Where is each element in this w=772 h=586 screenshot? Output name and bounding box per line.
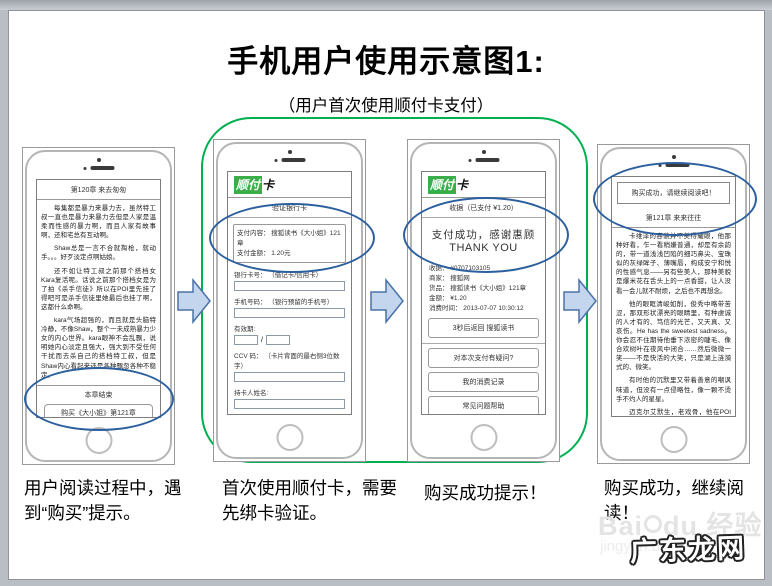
expiry-year-input[interactable] [265,335,290,346]
speaker-icon [658,163,689,167]
flow-arrow-3 [563,277,597,325]
flow-arrow-2 [370,277,404,325]
novel-paragraph: 迈克尔艾默生，老戏骨，他在POI里一看就是有钱人，就像在Lost里一看就是坏人，… [629,408,731,416]
payment-success-message: 支付成功，感谢惠顾 THANK YOU [422,218,545,262]
speaker-icon [83,166,114,170]
phone-1-reading: 第120章 来去匆匆 每集都是暴力来暴力去，虽然特工叔一直也是暴力来暴力去但是人… [22,147,175,465]
caption-step-4: 购买成功，继续阅读！ [604,478,744,524]
caption-step-2: 首次使用顺付卡，需要先绑卡验证。 [222,478,397,524]
card-number-label: 银行卡号： （借记卡/信用卡） [234,272,323,280]
novel-paragraph: 卡维泽的容貌并不美得耀眼，他那种好看，乍一看稍嫌普通，却是有余韵的，带一道浅浅凹… [616,233,731,295]
caption-step-3: 购买成功提示！ [424,483,547,503]
verify-card-header: 验证银行卡 [228,198,351,218]
site-watermark: 广东龙网 [629,532,747,568]
phone-4-screen: 购买成功，请继续阅读吧！ 第121章 来来往往 卡维泽的容貌并不美得耀眼，他那种… [611,176,736,417]
receipt-amount: 金额： ¥1.20 [429,295,467,303]
phone-3-screen: 顺付卡 收据（已支付 ¥1.20） 支付成功，感谢惠顾 THANK YOU 收据… [421,171,546,415]
home-button [660,426,687,453]
section-divider [422,343,545,345]
logo-dark-part: 卡 [456,178,469,192]
phone-2-body: 顺付卡 验证银行卡 支付内容： 搜狐读书《大小姐》121章 支付金额： 1.20… [216,142,363,459]
window-top-bar [0,0,772,10]
expiry-separator: / [261,336,263,344]
phone-1-screen: 第120章 来去匆匆 每集都是暴力来暴力去，虽然特工叔一直也是暴力来暴力去但是人… [36,179,161,418]
ccv-label: CCV 码： （卡片背面的最右侧3位数字） [234,353,340,371]
receipt-item: 货品： 搜狐读书《大小姐》121章 [429,285,527,293]
flow-arrow-1 [177,277,211,325]
payment-question-button[interactable]: 对本次支付有疑问? [428,348,539,369]
expiry-month-input[interactable] [234,335,258,346]
my-records-button[interactable]: 我的消费记录 [428,372,539,393]
home-button [85,427,112,454]
logo-green-part: 顺付 [234,176,263,194]
phone-3-receipt: 顺付卡 收据（已支付 ¥1.20） 支付成功，感谢惠顾 THANK YOU 收据… [407,139,560,462]
camera-icon [287,150,292,154]
novel-paragraph: 他的眼眶清峻如削，俊秀中略带苦涩，那双形状漂亮的眼睛里，有种虔诚的人才有的、笃信… [616,300,731,372]
camera-icon [96,158,101,162]
receipt-header: 收据（已支付 ¥1.20） [422,198,545,218]
novel-paragraph: 还不如让特工叔之前那个搭档女Kara复活呢。话说之前那个搭档女是为了拍《杀手信徒… [41,267,156,311]
camera-icon [481,150,486,154]
receipt-details: 收据： #0707103105 商家： 搜狐网 货品： 搜狐读书《大小姐》121… [429,264,538,314]
receipt-time: 消费时间： 2013-07-07 10:30:12 [429,305,524,313]
expiry-inputs: / [234,335,345,346]
novel-paragraph: 有时他的沉默里又带着善意的嘲讽味道，但没有一点侵略性，像一颗不烫手不灼人的星星。 [616,377,731,403]
phone-2-verify: 顺付卡 验证银行卡 支付内容： 搜狐读书《大小姐》121章 支付金额： 1.20… [213,139,366,462]
camera-icon [671,155,676,159]
phone-number-input[interactable] [234,308,345,319]
phone-4-continue: 购买成功，请继续阅读吧！ 第121章 来来往往 卡维泽的容貌并不美得耀眼，他那种… [597,144,750,464]
speaker-icon [274,158,305,162]
buy-chapter-button[interactable]: 购买《大小姐》第121章 [44,403,153,417]
speaker-icon [468,158,499,162]
card-number-input[interactable] [234,281,345,292]
chapter-end-label: 本章结束 [84,391,113,399]
baidu-jingyan-url-watermark: jingyan.b [600,538,661,555]
payment-info-box: 支付内容： 搜狐读书《大小姐》121章 支付金额： 1.20元 [233,224,346,264]
cardholder-name-label: 持卡人姓名: [234,390,269,398]
novel-paragraph: 每集都是暴力来暴力去，虽然特工叔一直也是暴力来暴力去但是人家是温柔而性感的暴力啊… [41,205,156,240]
shunfuka-logo: 顺付卡 [228,172,351,198]
phone-4-body: 购买成功，请继续阅读吧！ 第121章 来来往往 卡维泽的容貌并不美得耀眼，他那种… [600,147,747,461]
baidu-paw-icon [644,514,663,533]
phone-2-screen: 顺付卡 验证银行卡 支付内容： 搜狐读书《大小姐》121章 支付金额： 1.20… [227,171,352,415]
success-line-en: THANK YOU [449,242,518,254]
caption-step-1: 用户阅读过程中，遇到“购买”提示。 [24,478,182,524]
phone-1-body: 第120章 来去匆匆 每集都是暴力来暴力去，虽然特工叔一直也是暴力来暴力去但是人… [25,150,172,462]
logo-green-part: 顺付 [428,176,457,194]
chapter-120-title: 第120章 来去匆匆 [37,180,160,200]
success-line-cn: 支付成功，感谢惠顾 [431,229,536,241]
cardholder-name-input[interactable] [234,399,345,410]
chapter-end-section: 本章结束 购买《大小姐》第121章 [37,384,160,417]
receipt-number: 收据： #0707103105 [429,265,491,272]
shunfuka-logo: 顺付卡 [422,172,545,198]
phone-number-label: 手机号码： （银行预留的手机号） [234,299,334,307]
novel-paragraph: kara气场超强的，而且就是头脑特冷静，不像Shaw，整个一未成熟暴力少女的内心… [41,317,156,379]
ccv-input[interactable] [234,372,345,383]
novel-paragraph: Shaw总是一言不合就掏枪，就动手。。。好歹淡定点啊姑娘。 [41,245,156,262]
expiry-label: 有效期: [234,326,256,334]
logo-dark-part: 卡 [262,178,275,192]
pay-amount-line: 支付金额： 1.20元 [237,249,291,257]
pay-content-line: 支付内容： 搜狐读书《大小姐》121章 [237,230,341,247]
receipt-merchant: 商家： 搜狐网 [429,275,470,283]
purchase-success-banner: 购买成功，请继续阅读吧！ [617,182,730,204]
home-button [470,424,497,451]
chapter-121-title: 第121章 来来往往 [612,208,735,228]
phone-3-body: 顺付卡 收据（已支付 ¥1.20） 支付成功，感谢惠顾 THANK YOU 收据… [410,142,557,459]
return-countdown-button[interactable]: 3秒后返回 搜狐读书 [428,318,539,339]
page-title: 手机用户使用示意图1: [227,44,545,79]
page-subtitle: （用户首次使用顺付卡支付） [278,97,494,115]
home-button [276,424,303,451]
faq-help-button[interactable]: 常见问题帮助 [428,396,539,414]
